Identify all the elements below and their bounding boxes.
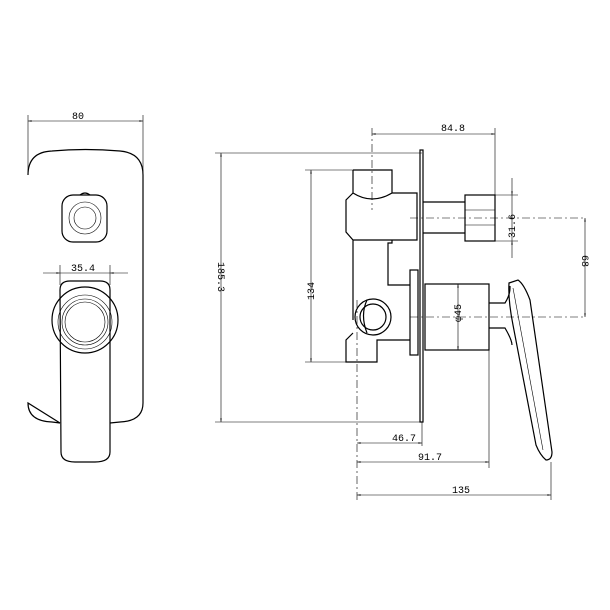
front-plate	[27, 148, 144, 424]
side-lever	[508, 279, 553, 461]
front-view: 80 35.4	[27, 112, 144, 463]
wall-plate	[419, 149, 424, 423]
dim-front-handle-width: 35.4	[71, 264, 95, 275]
diverter-button	[61, 194, 108, 243]
dim-body-height: 134	[307, 282, 318, 300]
dim-handle-depth: 91.7	[418, 453, 442, 464]
handle-ring	[51, 286, 119, 354]
side-view: 84.8 185.3 134 31.6 68 φ45 46.7 91.7	[214, 124, 589, 500]
dim-total-height: 185.3	[214, 262, 225, 292]
dim-body-depth: 46.7	[392, 434, 416, 445]
dim-button-to-handle: 68	[578, 255, 589, 267]
dim-handle-diameter: φ45	[454, 304, 465, 322]
front-lever	[59, 280, 111, 463]
handle-body	[424, 283, 490, 351]
dim-total-depth: 135	[452, 486, 470, 497]
dim-button-depth: 84.8	[441, 124, 465, 135]
dim-front-width: 80	[72, 112, 84, 123]
dim-button-height: 31.6	[508, 214, 519, 238]
